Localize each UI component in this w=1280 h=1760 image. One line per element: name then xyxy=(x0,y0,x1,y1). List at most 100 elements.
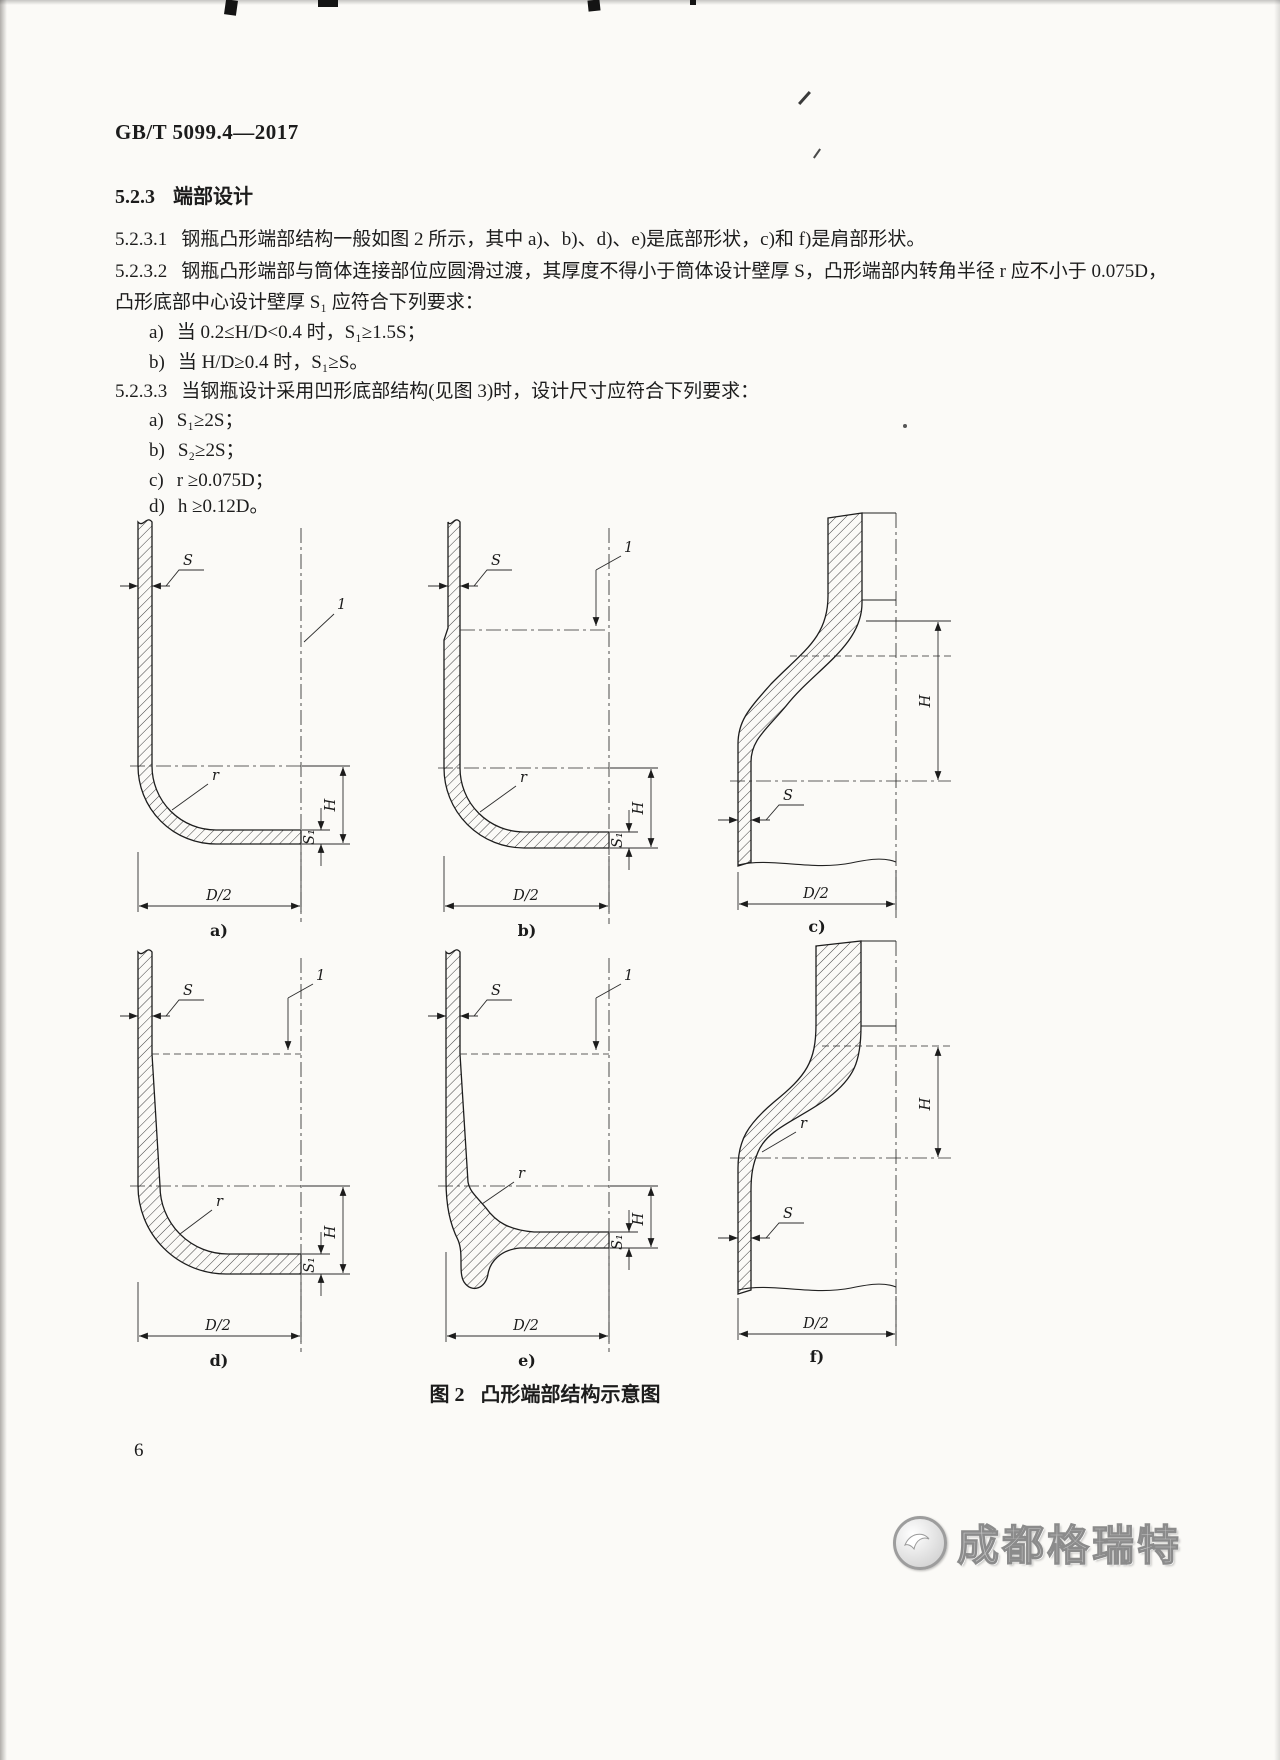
panel-label: c) xyxy=(808,917,825,936)
dim-label-s: S xyxy=(491,983,501,999)
list-label: c) xyxy=(149,470,164,491)
callout-1-label: 1 xyxy=(337,597,346,613)
dimension-lines xyxy=(718,1047,942,1340)
list-item-concave-a: a) S₁≥2S； xyxy=(149,406,243,436)
scan-edge-shadow-top xyxy=(0,0,1280,5)
scan-artifact xyxy=(224,0,238,16)
dim-label-d2: D/2 xyxy=(802,1316,829,1332)
scan-artifact xyxy=(587,0,601,12)
dim-label-r: r xyxy=(212,768,220,784)
list-text: 当 0.2≤H/D<0.4 时，S₁≥1.5S； xyxy=(176,322,426,343)
panel-label: d) xyxy=(210,1351,229,1370)
dim-label-r: r xyxy=(216,1194,224,1210)
list-text: h ≥0.12D。 xyxy=(177,496,269,517)
dim-label-h: H xyxy=(631,1212,647,1226)
shoulder-section xyxy=(737,512,863,867)
dimension-lines xyxy=(120,983,350,1342)
dimension-lines xyxy=(718,622,942,910)
figure-panel-e-drawing: S r 1 H S₁ D/2 e) xyxy=(428,949,658,1370)
dim-label-s: S xyxy=(183,983,193,999)
standard-code: GB/T 5099.4—2017 xyxy=(115,120,299,144)
list-item-concave-d: d) h ≥0.12D。 xyxy=(149,492,268,522)
figure-caption: 图 2 凸形端部结构示意图 xyxy=(115,1378,975,1407)
panel-label: a) xyxy=(210,921,228,940)
list-item-convex-b: b) 当 H/D≥0.4 时，S₁≥S。 xyxy=(149,348,368,378)
clause-number: 5.2.3.3 xyxy=(115,381,168,402)
dim-label-h: H xyxy=(631,801,647,815)
dim-label-h: H xyxy=(918,1097,934,1111)
dim-label-d2: D/2 xyxy=(512,1318,539,1334)
dim-label-r: r xyxy=(520,770,528,786)
watermark-text: 成都格瑞特 xyxy=(956,1521,1183,1569)
figure-caption-title: 凸形端部结构示意图 xyxy=(480,1384,661,1406)
watermark-logo-icon xyxy=(893,1515,947,1570)
panel-label: e) xyxy=(518,1351,536,1370)
figure-panel-c-drawing: H S D/2 c) xyxy=(718,512,951,936)
list-label: a) xyxy=(149,322,164,343)
list-text: S₁≥2S； xyxy=(176,410,244,431)
figure-panel-f-drawing: H r S D/2 f) xyxy=(718,940,951,1366)
callout-1-label: 1 xyxy=(624,968,633,984)
dim-label-d2: D/2 xyxy=(204,1318,231,1334)
dim-label-s: S xyxy=(783,1206,793,1222)
clause-text: 钢瓶凸形端部结构一般如图 2 所示，其中 a)、b)、d)、e)是底部形状，c)… xyxy=(181,229,926,250)
dim-label-h: H xyxy=(323,798,339,812)
dim-label-s: S xyxy=(491,553,501,569)
watermark: 成都格瑞特 xyxy=(893,1512,1182,1573)
clause-number: 5.2.3.2 xyxy=(115,261,168,282)
figure-panel-a: S r 1 H S₁ D/2 a) xyxy=(116,512,366,947)
scan-artifact xyxy=(798,91,811,105)
dim-label-d2: D/2 xyxy=(512,888,539,904)
dim-label-s1: S₁ xyxy=(302,829,318,845)
dim-label-h: H xyxy=(918,694,934,708)
callout-1-label: 1 xyxy=(624,540,633,556)
break-line xyxy=(737,1283,897,1292)
dim-label-r: r xyxy=(518,1166,526,1182)
callout-1-label: 1 xyxy=(316,968,325,984)
list-text: r ≥0.075D； xyxy=(176,470,274,491)
list-label: b) xyxy=(149,352,165,373)
dim-label-s1: S₁ xyxy=(610,1234,626,1250)
section-heading-number: 5.2.3 xyxy=(115,186,155,208)
clause-text: 钢瓶凸形端部与筒体连接部位应圆滑过渡，其厚度不得小于筒体设计壁厚 S，凸形端部内… xyxy=(115,261,1167,313)
break-line xyxy=(737,858,897,867)
figure-panel-f: H r S D/2 f) xyxy=(716,938,966,1373)
dim-label-d2: D/2 xyxy=(205,888,232,904)
dim-label-s: S xyxy=(783,788,793,804)
list-label: d) xyxy=(149,496,165,517)
wall-section xyxy=(443,519,610,849)
dimension-lines xyxy=(428,555,658,912)
list-text: 当 H/D≥0.4 时，S₁≥S。 xyxy=(177,352,369,373)
list-text: S₂≥2S； xyxy=(177,440,245,461)
shoulder-section xyxy=(737,940,862,1295)
page-number: 6 xyxy=(134,1440,144,1461)
scan-artifact xyxy=(648,396,651,399)
dim-label-s: S xyxy=(183,553,193,569)
scan-artifact xyxy=(690,0,696,5)
dimension-lines xyxy=(120,569,350,912)
panel-label: f) xyxy=(810,1347,824,1366)
list-label: b) xyxy=(149,440,165,461)
list-item-convex-a: a) 当 0.2≤H/D<0.4 时，S₁≥1.5S； xyxy=(149,318,426,348)
wall-section xyxy=(137,519,302,845)
dim-label-s1: S₁ xyxy=(302,1257,318,1273)
scan-edge-shadow-left xyxy=(0,0,7,1760)
dimension-lines xyxy=(428,983,658,1342)
panel-label: b) xyxy=(518,921,537,940)
dim-label-d2: D/2 xyxy=(802,886,829,902)
figure-panel-c: H S D/2 c) xyxy=(716,508,966,943)
clause-5-2-3-1: 5.2.3.1 钢瓶凸形端部结构一般如图 2 所示，其中 a)、b)、d)、e)是… xyxy=(115,224,1167,255)
scan-artifact xyxy=(813,148,821,159)
dim-label-r: r xyxy=(800,1116,808,1132)
list-item-concave-b: b) S₂≥2S； xyxy=(149,436,245,466)
list-item-concave-c: c) r ≥0.075D； xyxy=(149,466,274,496)
figure-caption-number: 图 2 xyxy=(429,1384,465,1406)
dim-label-h: H xyxy=(323,1225,339,1239)
clause-number: 5.2.3.1 xyxy=(115,229,168,250)
dim-label-s1: S₁ xyxy=(610,832,626,848)
list-label: a) xyxy=(149,410,164,431)
scan-artifact xyxy=(318,0,338,7)
